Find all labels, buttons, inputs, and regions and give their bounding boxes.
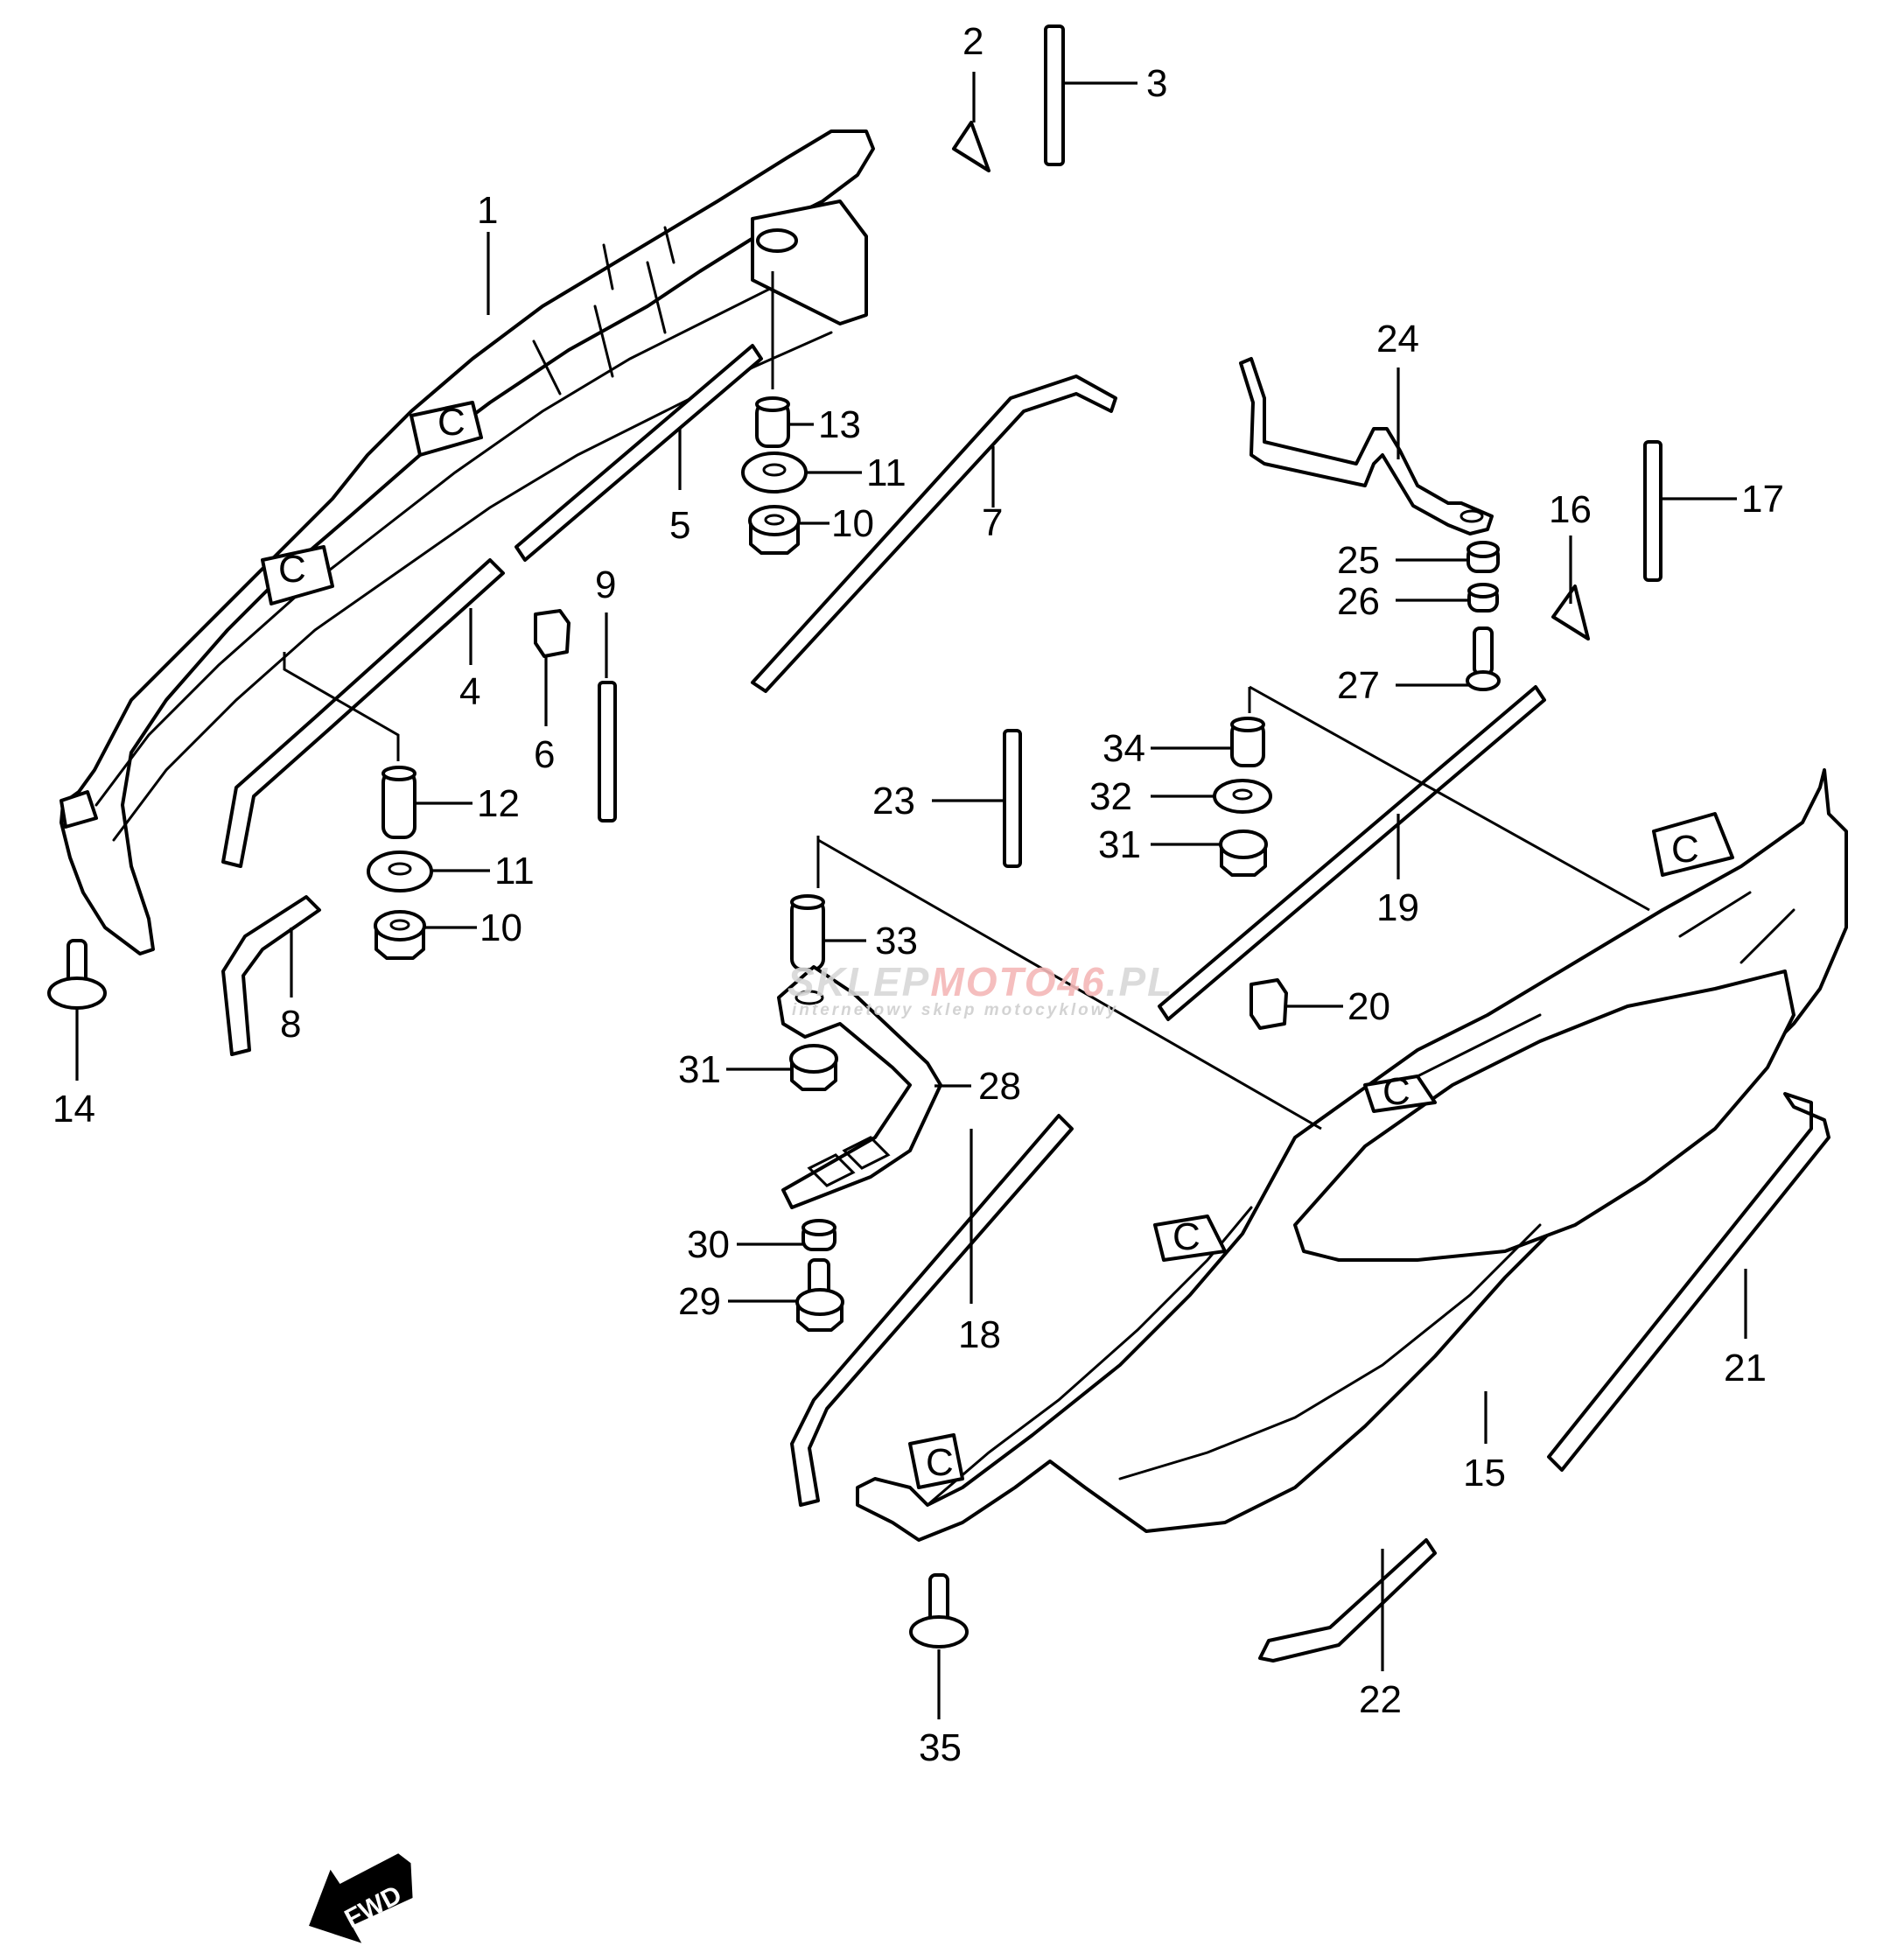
part-2-tab <box>952 121 990 172</box>
part-7-strip <box>751 374 1117 693</box>
callout-31a: 31 <box>1098 823 1141 866</box>
part-17-rod <box>1643 440 1662 582</box>
callout-3: 3 <box>1146 62 1167 105</box>
part-20-clip <box>1250 978 1288 1030</box>
part-35-screw <box>909 1573 969 1648</box>
svg-text:C: C <box>1172 1215 1200 1258</box>
callout-26: 26 <box>1337 580 1380 623</box>
part-10b-nut <box>374 910 426 960</box>
part-28-bracket <box>777 965 942 1209</box>
part-31b-nut <box>789 1044 838 1091</box>
part-15-rear-fender: C C C C <box>856 768 1848 1542</box>
callout-30: 30 <box>687 1223 730 1266</box>
part-27-bolt <box>1466 626 1501 691</box>
watermark-tagline: internetowy sklep motocyklowy <box>792 1001 1118 1019</box>
alignment-line <box>1249 685 1650 912</box>
callout-4: 4 <box>459 670 480 713</box>
callout-13: 13 <box>818 403 861 446</box>
callout-16: 16 <box>1549 488 1592 531</box>
part-13-collar <box>755 396 790 448</box>
watermark-brand: SKLEPMOTO46.PL <box>788 959 1173 1004</box>
part-9-rod <box>598 681 617 822</box>
callout-2: 2 <box>962 20 984 63</box>
part-22-strip <box>1258 1538 1437 1662</box>
part-25-bushing <box>1466 541 1500 573</box>
callout-29: 29 <box>678 1280 721 1323</box>
svg-text:C: C <box>438 401 466 444</box>
part-14-screw <box>47 939 107 1010</box>
part-4-strip <box>221 558 505 868</box>
fwd-direction-arrow: FWD <box>309 1853 413 1943</box>
alignment-line <box>283 652 400 761</box>
part-6-clip <box>534 609 570 658</box>
callout-10a: 10 <box>831 502 874 545</box>
svg-text:C: C <box>1671 828 1699 871</box>
callout-11b: 11 <box>494 850 535 892</box>
part-1-frame-cover: C C <box>60 130 875 956</box>
callout-31b: 31 <box>678 1048 721 1091</box>
part-24-stay <box>1239 357 1494 536</box>
callout-7: 7 <box>982 501 1003 544</box>
part-16-tab <box>1551 584 1590 640</box>
alignment-line <box>817 838 1322 1130</box>
callout-8: 8 <box>280 1003 301 1046</box>
part-5-strip <box>514 344 763 562</box>
leader-lines <box>75 72 1747 1719</box>
part-29-bolt <box>795 1258 844 1332</box>
part-12-collar <box>382 766 416 839</box>
callout-28: 28 <box>978 1065 1021 1108</box>
part-26-bushing <box>1467 583 1499 612</box>
part-21-strip <box>1547 1092 1830 1472</box>
part-8-strip <box>221 895 321 1056</box>
part-30-bushing <box>802 1219 836 1251</box>
svg-text:C: C <box>1382 1070 1410 1113</box>
callout-21: 21 <box>1724 1347 1767 1390</box>
callout-24: 24 <box>1376 318 1419 360</box>
svg-text:C: C <box>926 1441 954 1484</box>
callout-32: 32 <box>1089 775 1132 818</box>
part-11b-washer <box>367 850 433 892</box>
part-11a-washer <box>741 452 808 494</box>
part-23-rod <box>1003 729 1022 868</box>
callout-5: 5 <box>669 504 690 547</box>
callout-11a: 11 <box>866 452 906 494</box>
part-32-washer <box>1213 779 1272 814</box>
watermark: SKLEPMOTO46.PL internetowy sklep motocyk… <box>788 959 1173 1019</box>
callout-23: 23 <box>872 780 915 822</box>
callout-25: 25 <box>1337 539 1380 582</box>
callout-14: 14 <box>52 1088 95 1130</box>
svg-text:C: C <box>278 548 306 591</box>
part-31a-nut <box>1219 830 1268 877</box>
callout-22: 22 <box>1359 1678 1402 1721</box>
callout-17: 17 <box>1741 478 1784 521</box>
part-3-rod <box>1044 24 1065 166</box>
callout-20: 20 <box>1348 985 1390 1028</box>
part-10a-nut <box>748 505 801 555</box>
callout-33: 33 <box>875 920 918 962</box>
callout-labels: 1 2 3 4 5 6 7 8 9 10 10 11 11 12 13 14 1… <box>52 20 1784 1769</box>
part-33-collar <box>790 894 825 971</box>
callout-19: 19 <box>1376 886 1419 929</box>
callout-35: 35 <box>919 1726 962 1769</box>
callout-34: 34 <box>1102 727 1145 770</box>
callout-6: 6 <box>534 733 555 776</box>
callout-10b: 10 <box>480 906 522 949</box>
callout-12: 12 <box>477 782 520 825</box>
part-18-strip <box>790 1114 1074 1507</box>
callout-1: 1 <box>477 189 498 232</box>
callout-27: 27 <box>1337 664 1380 707</box>
callout-18: 18 <box>958 1313 1001 1356</box>
callout-15: 15 <box>1463 1452 1506 1494</box>
part-34-collar <box>1230 717 1265 767</box>
part-19-strip <box>1158 685 1546 1021</box>
callout-9: 9 <box>595 564 616 606</box>
